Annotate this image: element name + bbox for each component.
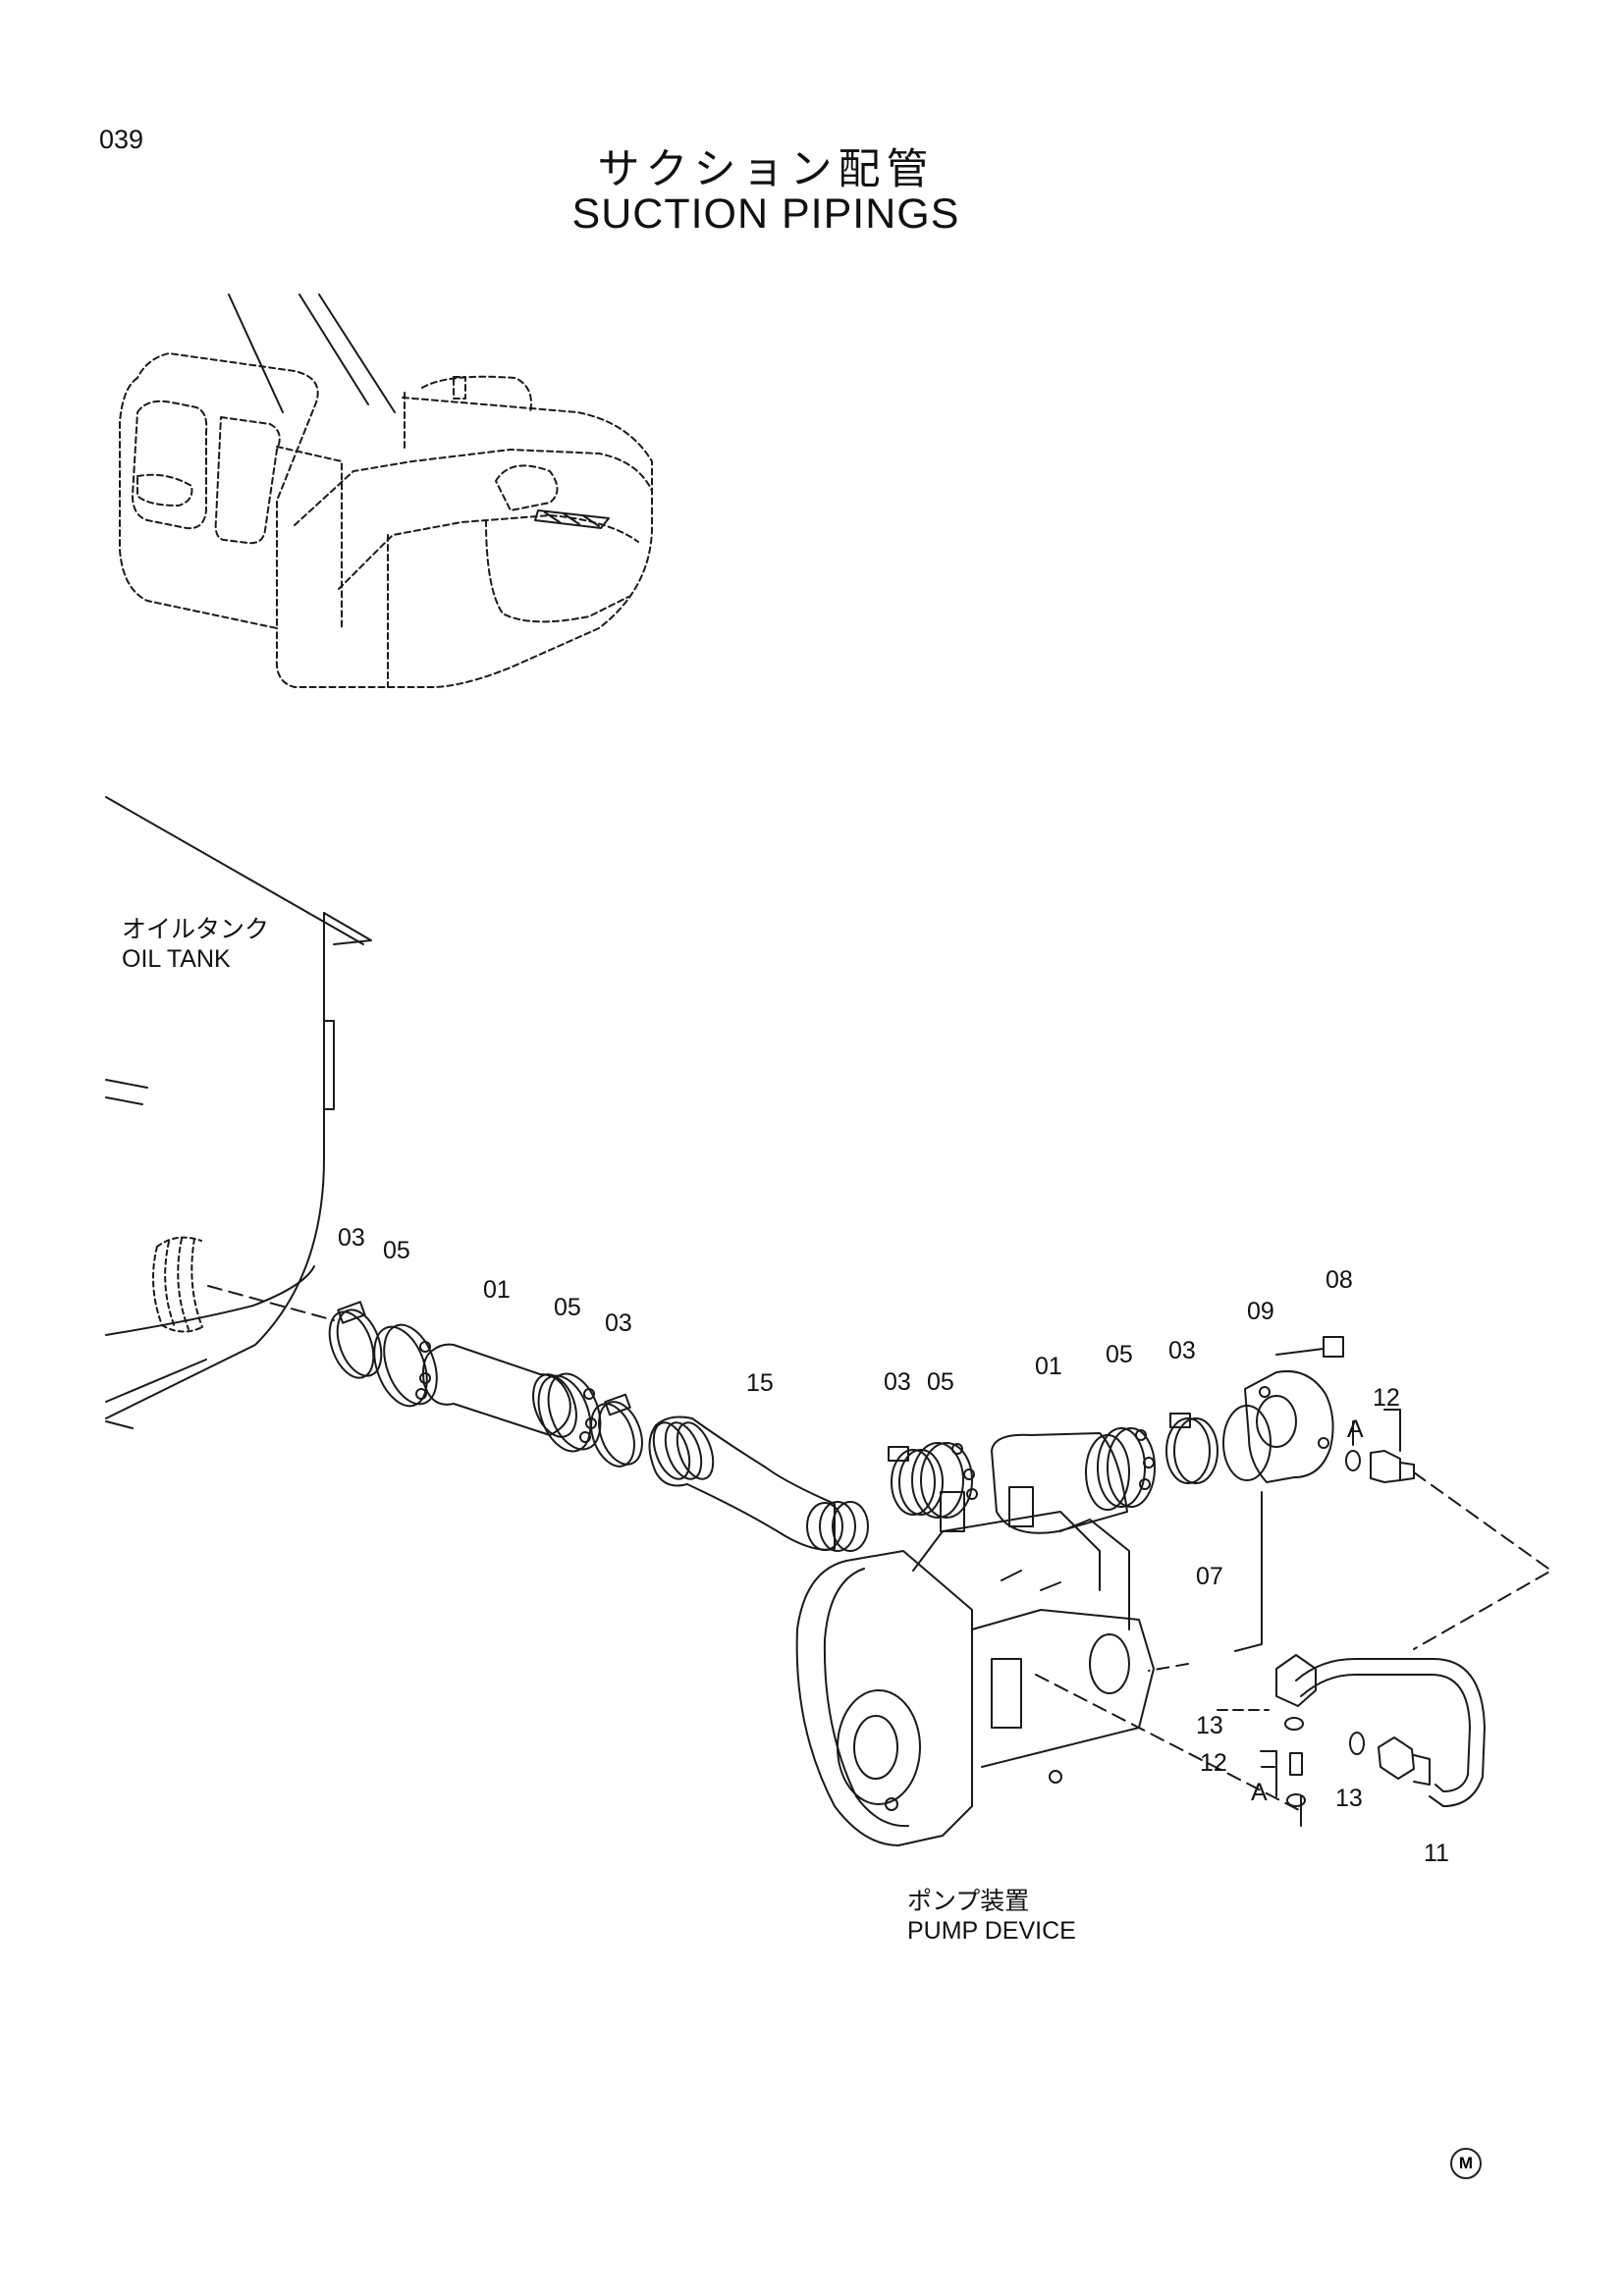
callout-05: 05 <box>927 1368 954 1396</box>
leader-lines <box>1036 1472 1551 1826</box>
callout-05: 05 <box>1106 1341 1133 1368</box>
pump-device <box>797 1487 1154 1845</box>
callout-13: 13 <box>1196 1712 1223 1739</box>
callout-05: 05 <box>383 1237 410 1264</box>
page-number: 039 <box>99 125 144 154</box>
excavator-overview <box>120 294 652 687</box>
callout-07: 07 <box>1196 1563 1223 1590</box>
page-title-japanese: サクション配管 <box>597 145 935 194</box>
corner-mark: M <box>1450 2148 1482 2179</box>
callout-12: 12 <box>1373 1384 1400 1412</box>
callout-a: A <box>1251 1779 1268 1806</box>
page-title: SUCTION PIPINGS <box>571 190 960 238</box>
oil-tank-label: OIL TANK <box>122 945 231 973</box>
suction-line <box>321 1302 1414 1551</box>
pump-device-label-japanese: ポンプ装置 <box>907 1888 1030 1915</box>
pump-device-label: PUMP DEVICE <box>907 1917 1076 1945</box>
callout-03: 03 <box>884 1368 911 1396</box>
callout-09: 09 <box>1247 1298 1274 1325</box>
callout-05: 05 <box>554 1294 581 1321</box>
oil-tank-label-japanese: オイルタンク <box>122 916 270 943</box>
callout-13: 13 <box>1335 1785 1363 1812</box>
bracket-a-bottom <box>1261 1751 1276 1796</box>
callout-01: 01 <box>1035 1353 1062 1380</box>
bracket-a-top <box>1353 1410 1400 1451</box>
callout-03: 03 <box>338 1224 365 1252</box>
callout-08: 08 <box>1326 1266 1353 1294</box>
callout-12: 12 <box>1200 1749 1227 1777</box>
callout-a: A <box>1347 1415 1364 1443</box>
pipe-assembly <box>1276 1655 1485 1806</box>
callout-15: 15 <box>746 1369 774 1397</box>
callout-01: 01 <box>483 1276 511 1304</box>
callout-03: 03 <box>605 1309 632 1337</box>
callout-03: 03 <box>1168 1337 1196 1364</box>
callout-11: 11 <box>1424 1840 1449 1867</box>
oil-tank <box>106 797 371 1428</box>
